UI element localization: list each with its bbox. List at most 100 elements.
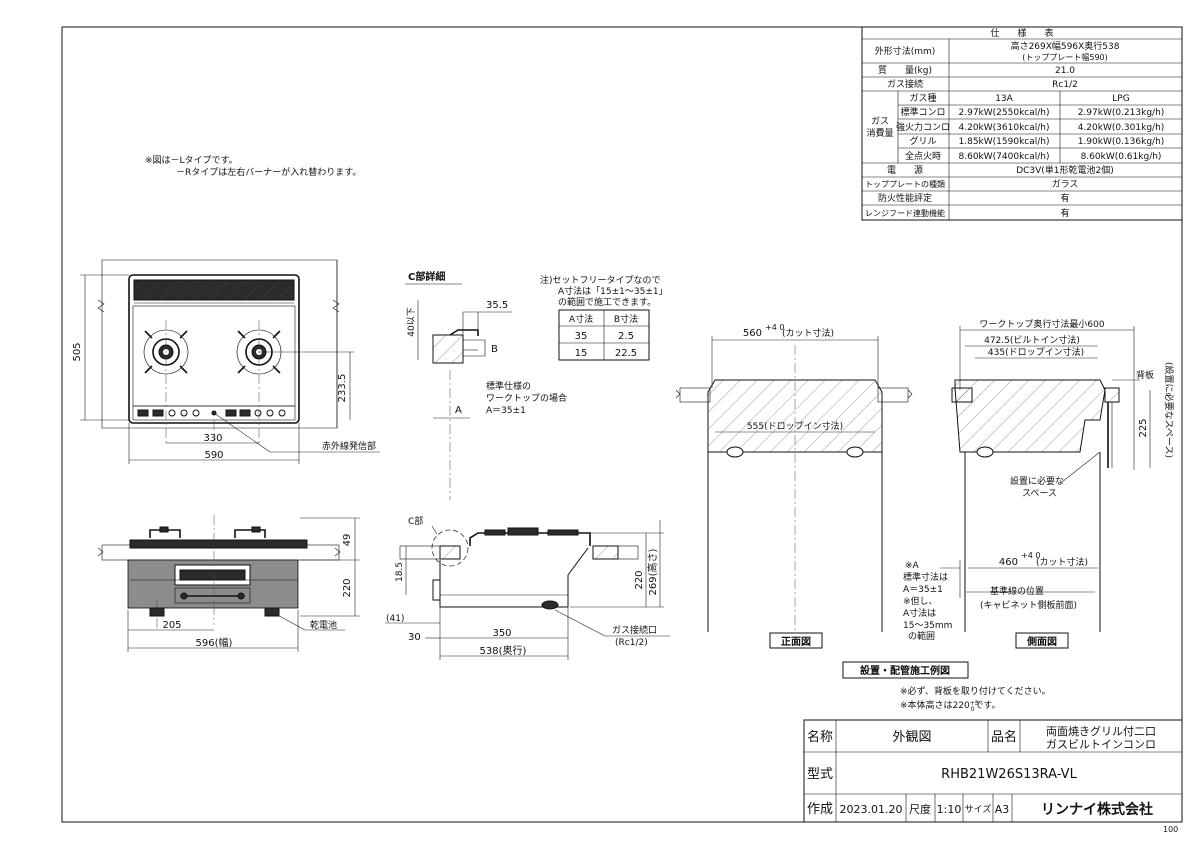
spec-label-gas-connection: ガス接続 [887,78,923,90]
spec-label-dimensions: 外形寸法(mm) [875,45,936,57]
dim-49: 49 [342,534,353,547]
label-a: A [455,405,462,416]
spec-value-hood: 有 [1060,207,1069,219]
dim-18-5: 18.5 [395,562,405,582]
a-note-5: 15～35mm [903,621,952,631]
spec-label-mass: 質 量(kg) [878,64,932,76]
builtin-472: 472.5(ビルトイン寸法) [984,334,1080,346]
side-view: C部 18.5 (41) 30 350 538(奥行) 220 269(高さ) [385,515,670,660]
ab-cell: 2.5 [618,331,634,342]
worktop-depth: ワークトップ奥行寸法最小600 [979,318,1104,330]
tb-model-value: RHB21W26S13RA-VL [941,767,1077,782]
top-view: 505 233.5 330 590 赤外線発信部 [72,259,380,464]
spec-label-hood: レンジフード連動機能 [865,208,945,218]
ab-cell: 22.5 [615,348,637,359]
std-line-1: 標準仕様の [486,380,531,392]
dropin-555: 555(ドロップイン寸法) [747,420,843,432]
ab-cell: 15 [575,348,588,359]
dropin-435: 435(ドロップイン寸法) [988,346,1084,358]
spec-row-label: 強火力コンロ [896,121,950,133]
spec-group-consumption: 消費量 [866,127,893,139]
ab-header-a: A寸法 [569,313,593,325]
dim-350: 350 [492,628,511,639]
gas-inlet-2: (Rc1/2) [615,638,648,648]
dim-220: 220 [342,578,353,597]
a-note-1: 標準寸法は [903,571,948,583]
spec-gas-type-label: ガス種 [909,93,936,104]
spec-table: 仕 様 表 外形寸法(mm) 高さ269X幅596X奥行538 (トッププレート… [861,26,1183,221]
ab-note-1: 注)セットフリータイプなので [540,274,661,286]
cut-560: 560 [743,328,762,339]
spec-value-gas-connection: Rc1/2 [1052,80,1078,90]
dim-225: 225 [1138,418,1149,437]
a-note-3: ※但し、 [903,595,938,607]
spec-value-topplate-type: ガラス [1052,179,1079,190]
tb-product-1: 両面焼きグリル付二口 [1046,724,1156,738]
front-view-label: 正面図 [781,636,811,648]
dim-40: 40以下 [407,307,417,336]
ab-cell: 35 [575,331,588,342]
spec-label-fire: 防火性能評定 [878,192,932,204]
side-view-label: 側面図 [1026,635,1057,648]
note-line-2: －Rタイプは左右バーナーが入れ替わります。 [176,166,361,178]
dim-590: 590 [204,450,223,461]
dim-330: 330 [203,433,222,444]
space-line-2: スペース [1022,489,1057,499]
tb-model-label: 型式 [807,767,833,782]
title-block: 名称 外観図 品名 両面焼きグリル付二口 ガスビルトインコンロ 型式 RHB21… [803,719,1183,823]
dim-side-220: 220 [634,570,645,589]
install-note-1: ※必ず、背板を取り付けてください。 [900,685,1051,697]
tb-product-label: 品名 [991,729,1017,745]
dim-30: 30 [408,632,421,643]
label-b: B [491,344,498,355]
spec-value-power: DC3V(単1形乾電池2個) [1016,164,1114,176]
spec-row-13a: 8.60kW(7400kcal/h) [959,152,1050,162]
tb-made-label: 作成 [807,802,833,817]
tb-size-label: サイズ [965,803,992,815]
spec-gas-lpg: LPG [1112,94,1129,104]
spec-row-lpg: 1.90kW(0.136kg/h) [1078,137,1165,147]
spec-row-13a: 2.97kW(2550kcal/h) [959,108,1050,118]
dim-269: 269(高さ) [646,548,659,595]
ab-note-3: の範囲で施工できます。 [558,296,656,308]
dim-35-5: 35.5 [486,300,508,311]
install-side-view: ワークトップ奥行寸法最小600 472.5(ビルトイン寸法) 435(ドロップイ… [903,318,1175,649]
ir-label: 赤外線発信部 [322,440,376,452]
gas-inlet-1: ガス接続口 [612,624,657,636]
front-view: 49 220 205 596(幅) 乾電池 [97,515,360,652]
spec-gas-13a: 13A [995,94,1013,104]
cut-460: 460 [999,557,1018,568]
control-buttons [137,409,286,417]
spec-value-fire: 有 [1060,192,1069,204]
spec-value-topplate: (トッププレート幅590) [1022,52,1108,62]
c-detail: C部詳細 B 35.5 40以下 A 標準仕様の ワークトップの場合 A＝35±… [405,270,567,500]
tb-name-label: 名称 [807,729,833,745]
dim-596: 596(幅) [196,636,233,649]
tb-product-2: ガスビルトインコンロ [1046,738,1156,751]
c-part-label: C部 [408,515,423,527]
dim-233: 233.5 [337,374,348,403]
ab-note-2: A寸法は「15±1～35±1」 [558,285,668,297]
battery-label: 乾電池 [310,619,337,631]
a-note-6: の範囲 [908,630,935,642]
tb-size: A3 [995,803,1010,816]
spec-row-label: 標準コンロ [900,106,945,118]
backboard-label: 背板 [1136,369,1154,381]
spec-value-dimensions: 高さ269X幅596X奥行538 [1011,40,1120,52]
std-line-3: A＝35±1 [486,406,526,416]
spec-row-lpg: 4.20kW(0.301kg/h) [1078,123,1165,133]
page-number: 100 [1163,825,1178,834]
c-detail-title: C部詳細 [408,270,445,283]
space-line-1: 設置に必要な [1010,475,1064,487]
ab-header-b: B寸法 [614,313,638,325]
a-note-2: A＝35±1 [903,585,943,595]
spec-row-lpg: 2.97kW(0.213kg/h) [1078,108,1165,118]
dim-205: 205 [162,620,181,631]
tb-scale-label: 尺度 [909,802,931,816]
tb-name-value: 外観図 [892,730,931,745]
space-vertical: (設置に必要なスペース) [1163,362,1175,458]
spec-label-topplate: トッププレートの種類 [865,179,945,189]
ref-line-1: 基準線の位置 [990,585,1044,597]
cut-460-label: (カット寸法) [1036,556,1088,568]
